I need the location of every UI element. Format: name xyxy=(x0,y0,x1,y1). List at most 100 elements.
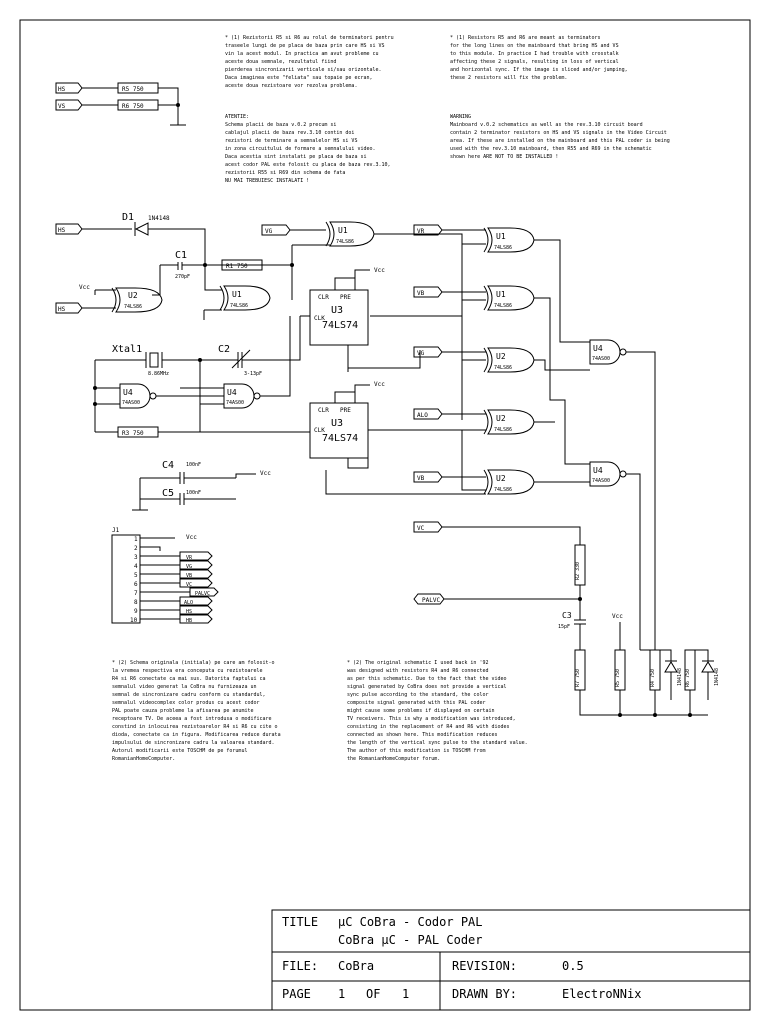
u3-label: U3 xyxy=(331,418,343,429)
gate-label: U2 xyxy=(128,291,138,300)
c3-label: C3 xyxy=(562,611,572,620)
gate-label: U2 xyxy=(496,414,506,423)
xtal-value: 8.86MHz xyxy=(148,371,169,377)
gate-part: 74LS86 xyxy=(124,304,142,310)
vcc-label: Vcc xyxy=(374,267,385,274)
note-line: Autorul modificarii este TOSCHM de pe fo… xyxy=(112,748,247,754)
gate-part: 74LS86 xyxy=(230,303,248,309)
note-line: receptoare TV. De aceea a fost introdusa… xyxy=(112,716,272,722)
gate-u1-r2: U1 74LS86 xyxy=(483,285,535,311)
title-block: TITLE µC CoBra - Codor PAL CoBra µC - PA… xyxy=(271,909,751,1011)
note-line: and horizontal sync. If the image is sli… xyxy=(450,67,628,73)
gate-label: U4 xyxy=(593,344,603,353)
diode-r4-alt xyxy=(664,661,678,673)
crystal-xtal1 xyxy=(149,352,159,368)
r5-out-label: R5 750 xyxy=(615,669,621,687)
r4-label: R4 750 xyxy=(650,669,656,687)
file-label: FILE: xyxy=(282,959,318,973)
hs-port-2 xyxy=(55,302,83,314)
title-label: TITLE xyxy=(282,915,318,929)
pin-number: 3 xyxy=(134,554,138,561)
note-line: in zona circuitului de formare a semnalu… xyxy=(225,146,376,152)
signal-label: VG xyxy=(186,564,192,570)
r3-label: R3 750 xyxy=(122,430,144,437)
gate-part: 74LS86 xyxy=(494,245,512,251)
r6-out-label: R6 750 xyxy=(685,669,691,687)
note-line: area. If these are installed on the main… xyxy=(450,138,670,144)
note-line: signal generated by CoBra does not provi… xyxy=(347,684,507,690)
pre-label: PRE xyxy=(340,407,351,414)
hs-port-2-label: HS xyxy=(58,306,66,313)
gate-part: 74AS00 xyxy=(226,400,244,406)
note-line: Mainboard v.0.2 schematics as well as th… xyxy=(450,122,643,128)
note-line: these 2 resistors will fix the problem. xyxy=(450,75,567,81)
of-label: OF xyxy=(366,987,380,1001)
vs-port-label: VS xyxy=(58,103,66,110)
note-line: connected as shown here. This modificati… xyxy=(347,732,498,738)
c1-value: 270pF xyxy=(175,274,190,280)
gate-u4-osc-2: U4 74AS00 xyxy=(223,383,261,409)
hs-port-label: HS xyxy=(58,86,66,93)
note-line: impulsului de sincronizare cadru la valo… xyxy=(112,740,275,746)
u3-part: 74LS74 xyxy=(322,433,358,444)
clk-label: CLK xyxy=(314,427,325,434)
note-line: as per this schematic. Due to the fact t… xyxy=(347,676,507,682)
note-line: contain 2 terminator resistors on HS and… xyxy=(450,130,667,136)
vcc-label: Vcc xyxy=(260,470,271,477)
gate-u4-osc-1: U4 74AS00 xyxy=(119,383,157,409)
vcc-label: Vcc xyxy=(374,381,385,388)
gate-label: U1 xyxy=(496,232,506,241)
note-line: Daca imaginea este "feliata" sau topaie … xyxy=(225,75,373,81)
d1-label: D1 xyxy=(122,212,134,223)
vg-port-2-label: VG xyxy=(417,350,425,357)
note-ro-terminators: * (1) Rezistorii R5 si R6 au rolul de te… xyxy=(225,35,394,89)
flipflop-u3-bottom: CLR PRE U3 74LS74 CLK Vcc xyxy=(309,381,385,469)
d1-part: 1N4148 xyxy=(148,215,170,222)
page-total: 1 xyxy=(402,987,409,1001)
note-line: Schema placii de baza v.0.2 precum si xyxy=(225,122,336,128)
r6-label: R6 750 xyxy=(122,103,144,110)
clr-label: CLR xyxy=(318,407,329,414)
revision-label: REVISION: xyxy=(452,959,517,973)
note-line: pierderea sincronizarii verticale si/sau… xyxy=(225,67,382,73)
title-line-2: CoBra µC - PAL Coder xyxy=(338,933,483,947)
pre-label: PRE xyxy=(340,294,351,301)
title-line-1: µC CoBra - Codor PAL xyxy=(338,915,483,929)
note-line: * (1) Resistors R5 and R6 are meant as t… xyxy=(450,35,601,41)
pin-number: 7 xyxy=(134,590,138,597)
note-line: cablajul placii de baza rev.3.10 contin … xyxy=(225,130,354,136)
c5-value: 100nF xyxy=(186,490,201,496)
note-line: RomanianHomeComputer. xyxy=(112,756,175,762)
gate-label: U1 xyxy=(338,226,348,235)
gate-part: 74AS00 xyxy=(592,356,610,362)
gate-u1-r1: U1 74LS86 xyxy=(483,227,535,253)
note-line: consisting in the replacement of R4 and … xyxy=(347,724,510,730)
note-line: might cause some problems if displayed o… xyxy=(347,708,495,714)
diode-a-label: 1N4148 xyxy=(677,668,683,686)
diode-d1 xyxy=(134,222,149,236)
signal-label: ALO xyxy=(184,600,193,606)
gate-part: 74AS00 xyxy=(122,400,140,406)
note-line: semnalul videocomplex color produs cu ac… xyxy=(112,700,260,706)
gate-u1-top: U1 74LS86 xyxy=(325,221,375,247)
note-line: the length of the vertical sync pulse to… xyxy=(347,740,528,746)
vs-port xyxy=(55,99,83,111)
gate-label: U2 xyxy=(496,352,506,361)
flipflop-u3-top: CLR PRE U3 74LS74 CLK Vcc xyxy=(300,267,421,369)
terminator-circuit: HS VS R5 750 R6 750 xyxy=(55,82,186,126)
j1-label: J1 xyxy=(112,527,120,534)
drawn-by-value: ElectroNNix xyxy=(562,987,641,1001)
note-line: the RomanianHomeComputer forum. xyxy=(347,756,440,762)
gate-part: 74LS86 xyxy=(494,303,512,309)
gate-label: U1 xyxy=(496,290,506,299)
vb-port-2-label: VB xyxy=(417,475,425,482)
note-line: shown here ARE NOT TO BE INSTALLED ! xyxy=(450,154,558,160)
pin-number: 5 xyxy=(134,572,138,579)
c5-label: C5 xyxy=(162,488,174,499)
note-en-terminators: * (1) Resistors R5 and R6 are meant as t… xyxy=(450,35,628,81)
clk-label: CLK xyxy=(314,315,325,322)
note-line: * (2) The original schematic I used back… xyxy=(347,660,488,666)
note-line: was designed with resistors R4 and R6 co… xyxy=(347,668,488,674)
note-ro-modification: * (2) Schema originala (initiala) pe car… xyxy=(112,660,281,762)
